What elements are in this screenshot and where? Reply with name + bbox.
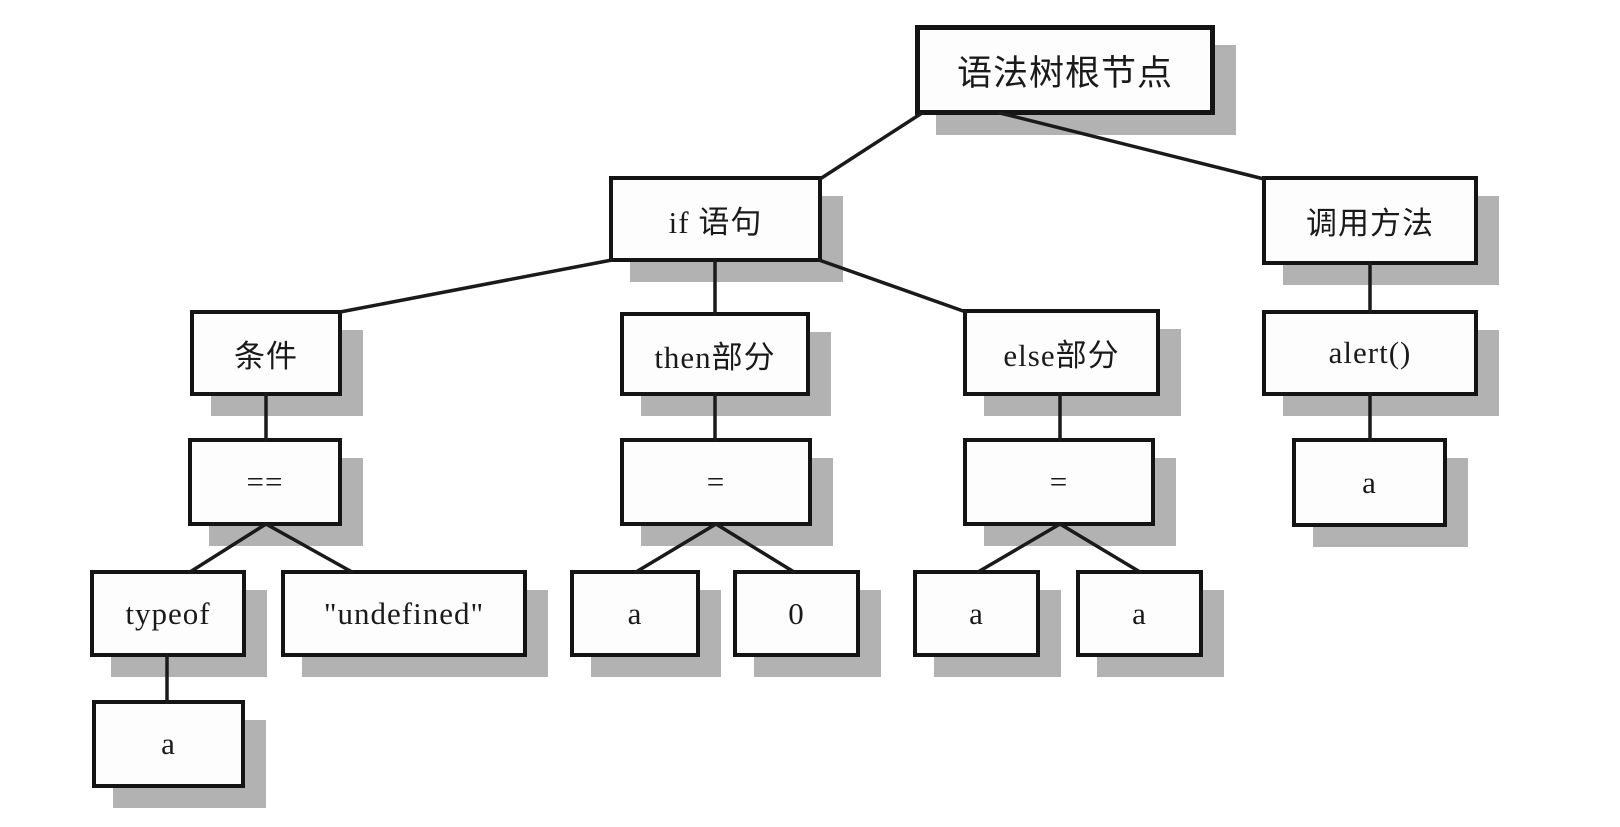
node-call-method: 调用方法	[1262, 176, 1478, 265]
node-else-part: else部分	[963, 309, 1160, 396]
edge-assign-else-to-a-left	[976, 522, 1062, 574]
edge-root-to-if-statement	[818, 111, 924, 181]
node-typeof-operator: typeof	[90, 570, 246, 657]
node-undefined-literal-label: "undefined"	[323, 595, 485, 631]
edge-assign-then-to-a	[634, 522, 718, 574]
node-a-under-typeof-label: a	[161, 726, 176, 761]
node-assign-then: =	[620, 438, 812, 526]
node-a-under-alert: a	[1292, 438, 1447, 527]
node-then-part: then部分	[620, 312, 810, 396]
edge-assign-else-to-a-right	[1058, 522, 1142, 574]
node-else-part-label: else部分	[1003, 338, 1120, 373]
node-undefined-literal: "undefined"	[281, 570, 527, 657]
node-if-statement: if 语句	[609, 176, 822, 262]
node-condition-label: 条件	[234, 338, 298, 374]
node-zero-literal: 0	[733, 570, 860, 657]
edge-double-equals-to-undefined	[264, 522, 354, 574]
node-a-under-assign-then-label: a	[627, 595, 643, 631]
node-assign-else-label: =	[1049, 464, 1069, 499]
edge-double-equals-to-typeof	[188, 522, 268, 574]
node-a-under-assign-else-left: a	[913, 570, 1040, 657]
node-root-label: 语法树根节点	[956, 53, 1173, 93]
node-zero-literal-label: 0	[788, 595, 805, 631]
edge-if-to-condition	[338, 258, 614, 314]
node-condition: 条件	[190, 310, 342, 396]
node-a-under-assign-else-left-label: a	[969, 595, 984, 631]
edge-if-to-else-part	[817, 258, 968, 314]
node-then-part-label: then部分	[654, 339, 776, 375]
node-a-under-assign-else-right: a	[1076, 570, 1203, 657]
node-alert-call-label: alert()	[1328, 335, 1412, 370]
node-typeof-operator-label: typeof	[125, 595, 211, 631]
node-alert-call: alert()	[1262, 310, 1478, 396]
edge-root-to-call-method	[998, 111, 1266, 181]
node-root: 语法树根节点	[915, 25, 1215, 115]
edge-assign-then-to-zero	[714, 522, 796, 574]
node-call-method-label: 调用方法	[1306, 206, 1434, 241]
node-a-under-alert-label: a	[1362, 464, 1377, 500]
node-double-equals: ==	[188, 438, 342, 526]
node-assign-else: =	[963, 438, 1155, 526]
node-a-under-assign-then: a	[570, 570, 700, 657]
node-double-equals-label: ==	[246, 464, 284, 499]
node-assign-then-label: =	[706, 464, 726, 499]
node-a-under-typeof: a	[92, 700, 245, 788]
node-a-under-assign-else-right-label: a	[1132, 595, 1147, 631]
node-if-statement-label: if 语句	[668, 204, 763, 240]
